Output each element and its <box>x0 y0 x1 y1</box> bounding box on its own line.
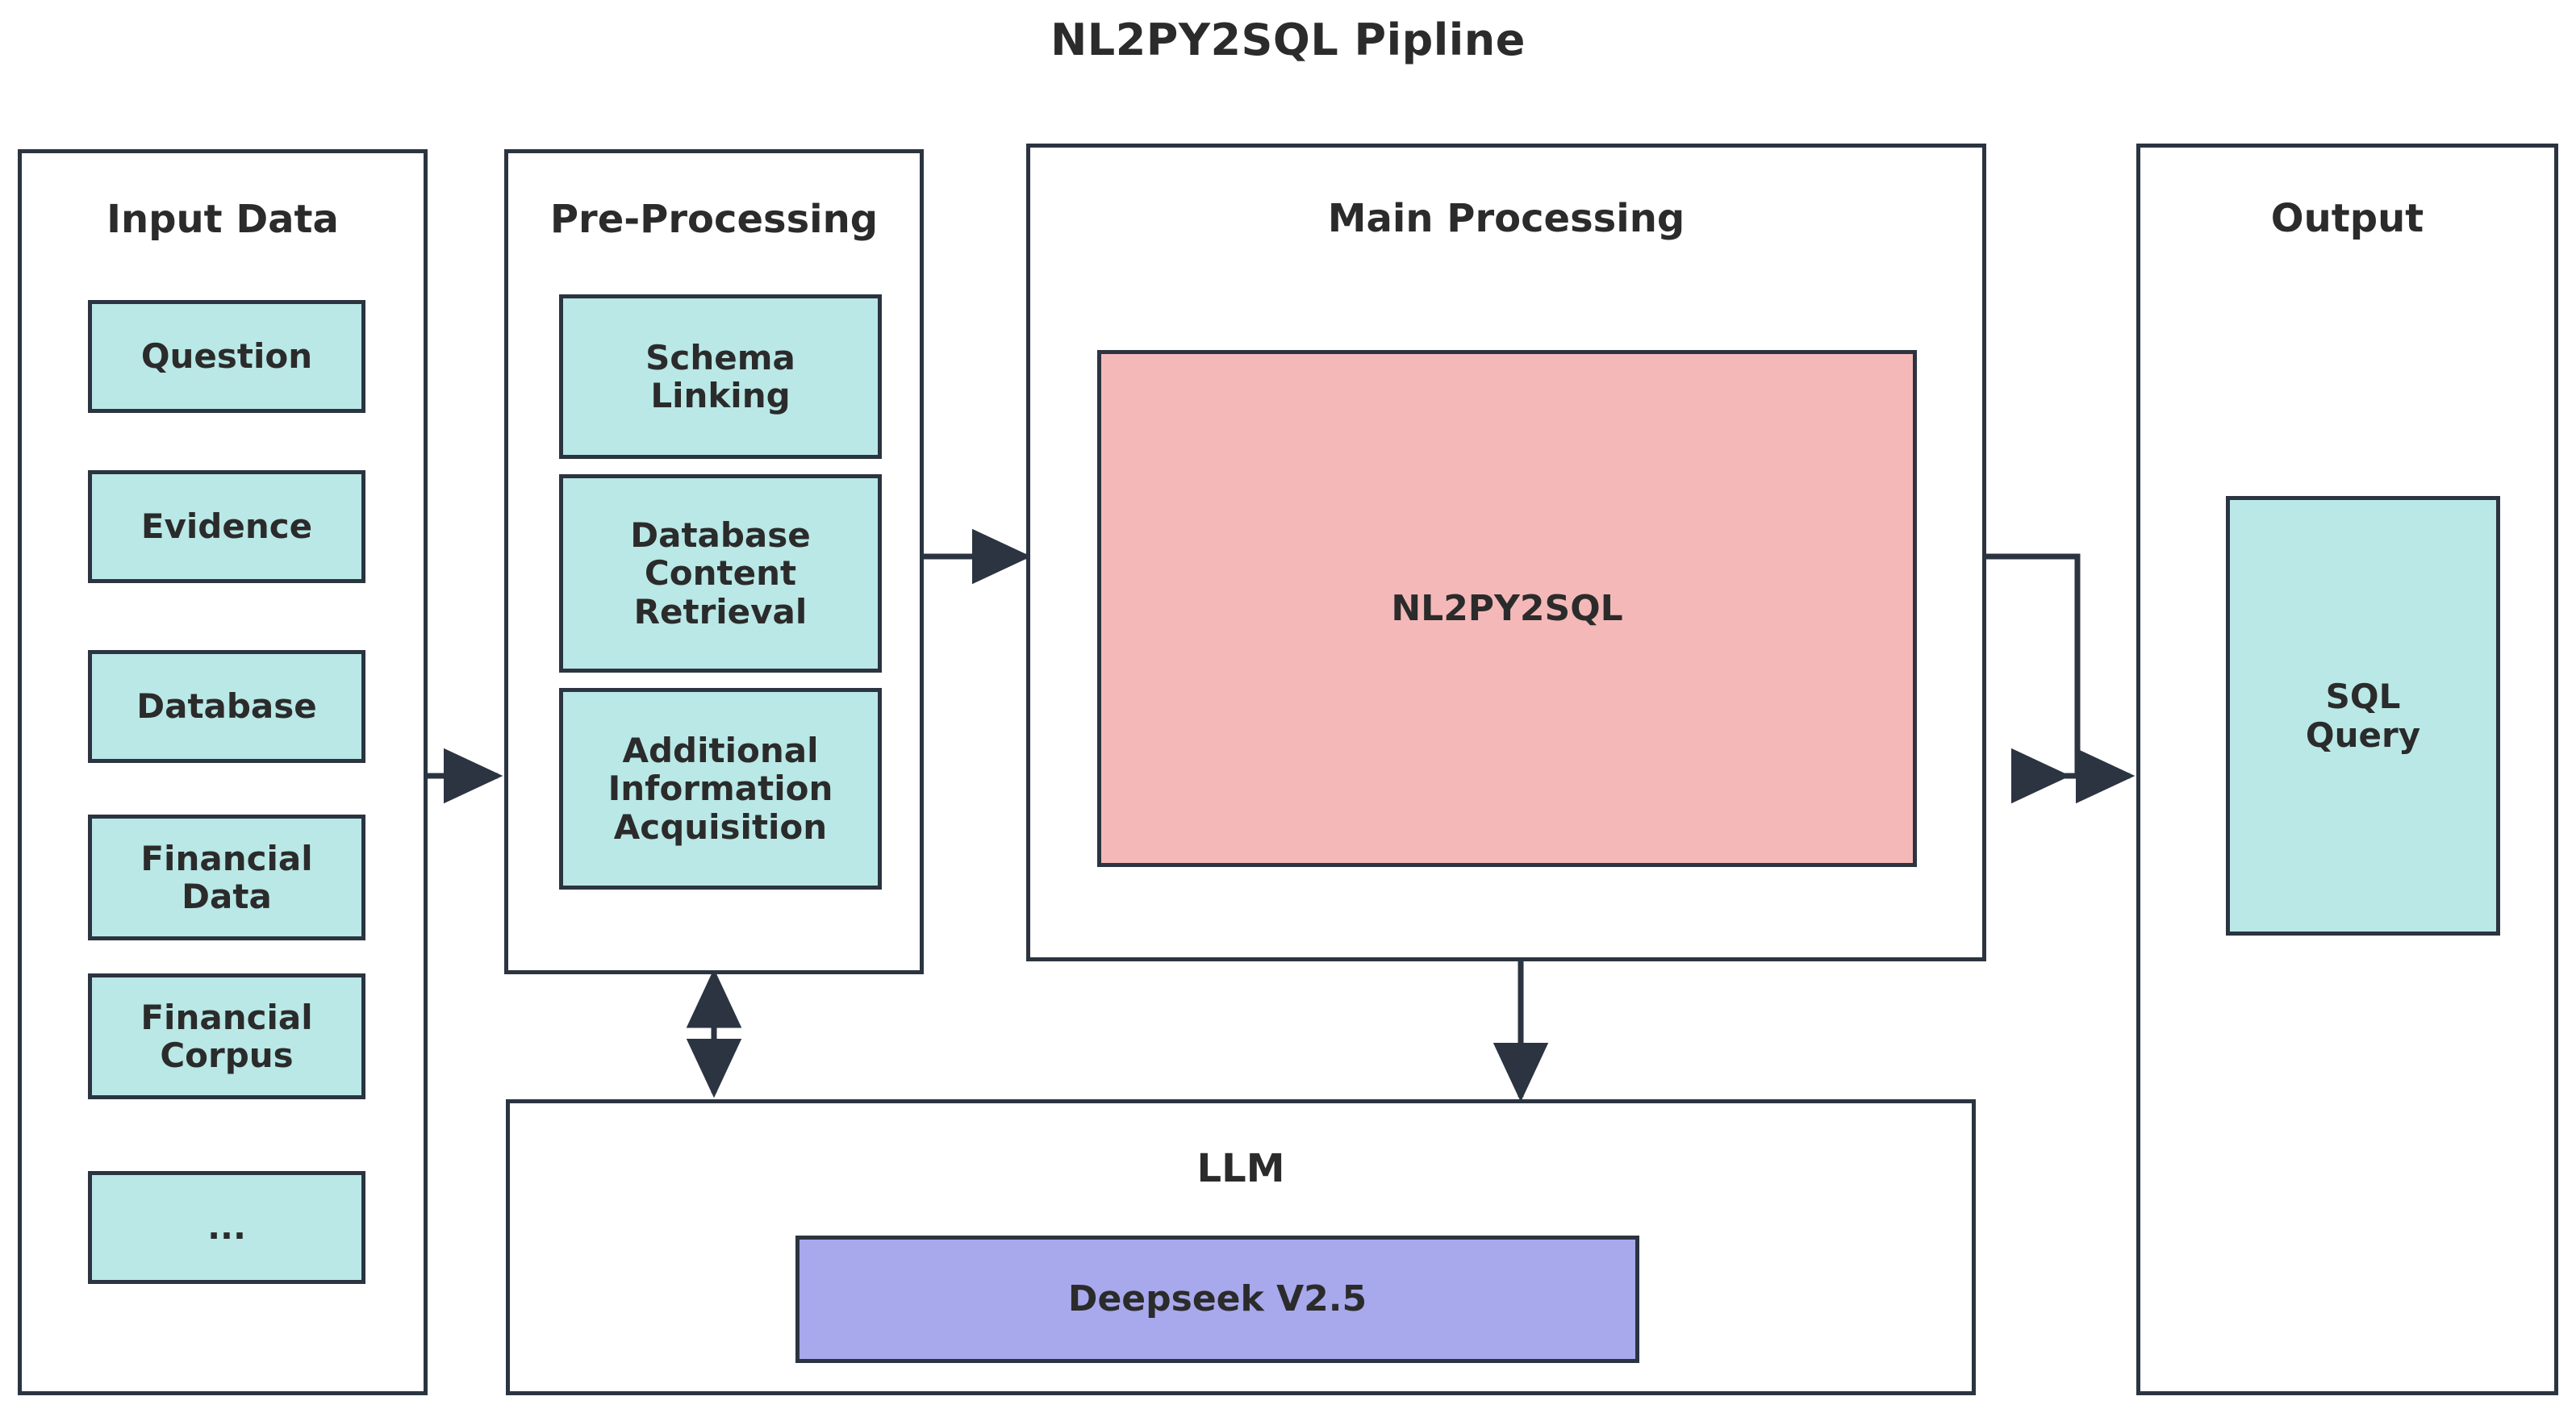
node-sql-query[interactable]: SQL Query <box>2226 496 2500 936</box>
node-additional-information-acquisition[interactable]: Additional Information Acquisition <box>559 688 882 890</box>
node-schema-linking[interactable]: Schema Linking <box>559 294 882 459</box>
panel-title-main-processing: Main Processing <box>1327 196 1685 241</box>
panel-main-processing: Main Processing NL2PY2SQL <box>1026 144 1986 961</box>
node-database-content-retrieval[interactable]: Database Content Retrieval <box>559 474 882 673</box>
panel-pre-processing: Pre-Processing Schema Linking Database C… <box>504 149 924 974</box>
node-deepseek-v25[interactable]: Deepseek V2.5 <box>795 1236 1639 1363</box>
panel-title-pre-processing: Pre-Processing <box>549 197 879 242</box>
connector-main-to-output <box>1986 553 2136 804</box>
node-input-ellipsis[interactable]: ... <box>88 1171 365 1284</box>
panel-input-data: Input Data Question Evidence Database Fi… <box>18 149 428 1395</box>
node-database[interactable]: Database <box>88 650 365 763</box>
node-nl2py2sql[interactable]: NL2PY2SQL <box>1097 350 1917 867</box>
panel-title-output: Output <box>2270 196 2424 241</box>
page-title: NL2PY2SQL Pipline <box>1050 15 1526 65</box>
panel-title-input-data: Input Data <box>106 197 339 242</box>
node-financial-data[interactable]: Financial Data <box>88 815 365 940</box>
node-evidence[interactable]: Evidence <box>88 470 365 583</box>
panel-title-llm: LLM <box>1196 1146 1285 1191</box>
panel-output: Output SQL Query <box>2136 144 2558 1395</box>
node-financial-corpus[interactable]: Financial Corpus <box>88 973 365 1099</box>
node-question[interactable]: Question <box>88 300 365 413</box>
panel-llm: LLM Deepseek V2.5 <box>506 1099 1976 1395</box>
